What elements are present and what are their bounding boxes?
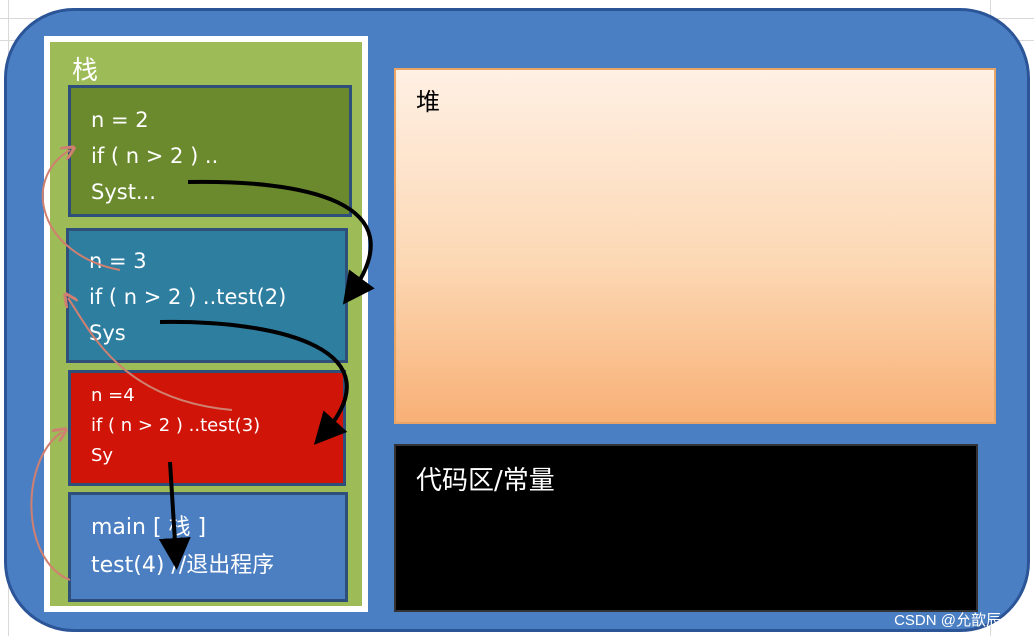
code-constant-area: 代码区/常量: [394, 444, 978, 612]
frame-line: Syst...: [91, 180, 156, 204]
frame-line: n =4: [91, 385, 135, 406]
watermark: CSDN @允歆辰丶: [894, 612, 1016, 629]
frame-line: if ( n > 2 ) ..test(3): [91, 415, 261, 436]
call-arrow: [159, 319, 349, 445]
return-arrow: [68, 298, 233, 411]
frame-line: if ( n > 2 ) ..test(2): [89, 285, 287, 309]
return-arrow: [30, 432, 71, 581]
stack-label: 栈: [72, 56, 99, 86]
stack-frame-main: main [ 栈 ] test(4) //退出程序: [68, 492, 348, 602]
frame-line: Sy: [91, 445, 114, 466]
code-area-label: 代码区/常量: [416, 466, 555, 496]
frame-line: Sys: [89, 321, 126, 345]
heap-label: 堆: [416, 88, 440, 116]
call-arrow: [158, 461, 191, 570]
stack-frame-n2: n = 2 if ( n > 2 ) .. Syst...: [68, 85, 352, 217]
heap-area: 堆: [394, 68, 996, 424]
frame-line: main [ 栈 ]: [91, 515, 207, 540]
frame-line: if ( n > 2 ) ..: [91, 144, 219, 168]
frame-line: n = 2: [91, 108, 149, 132]
return-arrow: [41, 150, 121, 271]
call-arrow: [187, 179, 375, 305]
